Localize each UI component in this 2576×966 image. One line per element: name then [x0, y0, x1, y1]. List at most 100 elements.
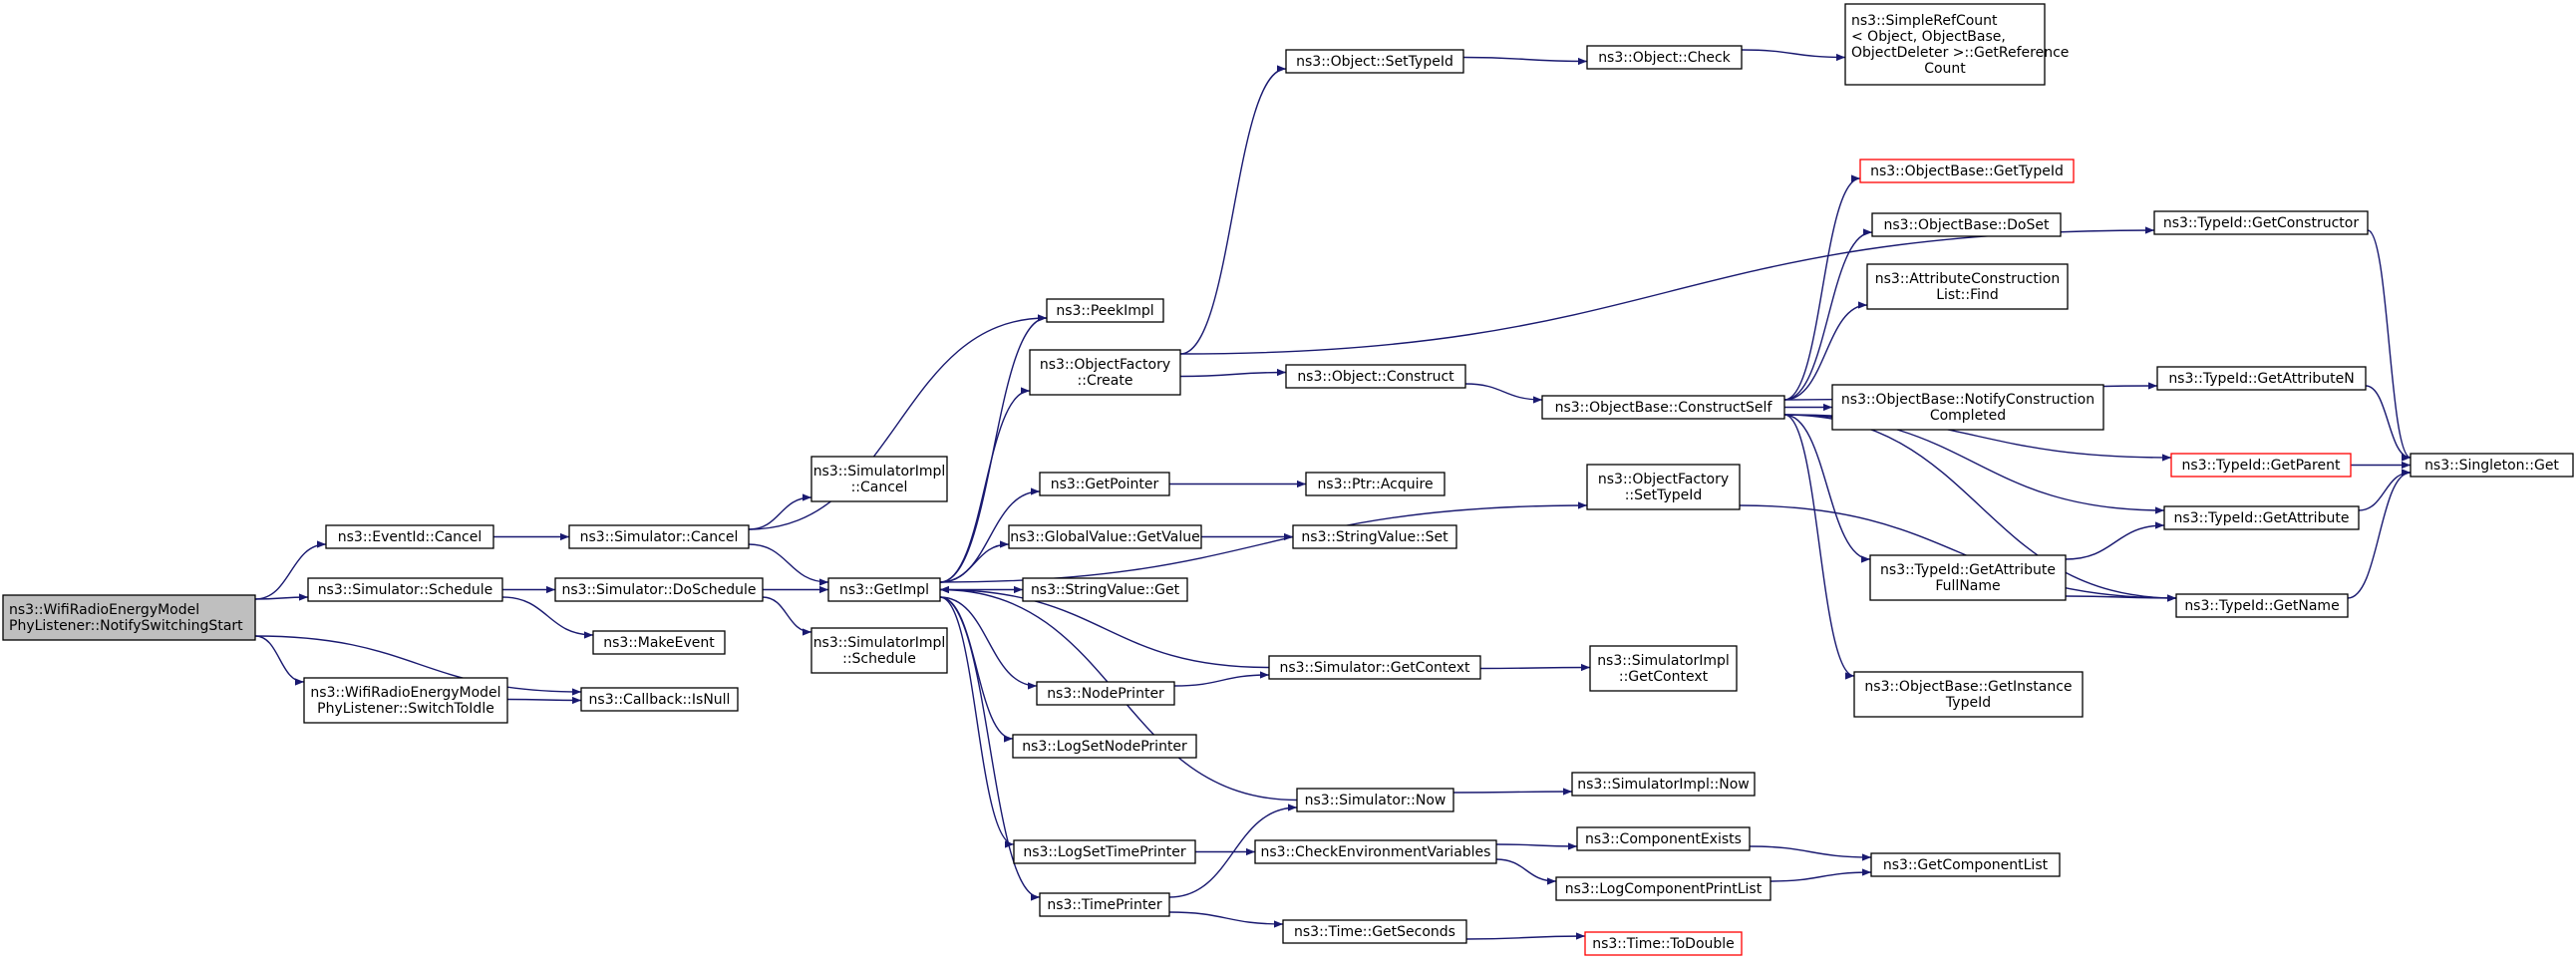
node-label-line: ns3::WifiRadioEnergyModel — [9, 602, 199, 618]
node-label-line: ns3::Object::Construct — [1297, 369, 1454, 385]
node-label-line: ns3::TypeId::GetParent — [2182, 458, 2341, 474]
node-object_settypeid[interactable]: ns3::Object::SetTypeId — [1285, 49, 1464, 74]
node-label-line: ns3::ObjectBase::GetTypeId — [1870, 163, 2064, 179]
node-objfactory_settypeid[interactable]: ns3::ObjectFactory::SetTypeId — [1586, 464, 1741, 510]
node-getpointer[interactable]: ns3::GetPointer — [1039, 472, 1170, 496]
node-sim_cancel[interactable]: ns3::Simulator::Cancel — [568, 524, 750, 549]
node-box — [1586, 45, 1743, 70]
node-time_getseconds[interactable]: ns3::Time::GetSeconds — [1282, 919, 1467, 944]
node-stringvalue_set[interactable]: ns3::StringValue::Set — [1292, 524, 1457, 549]
node-root[interactable]: ns3::WifiRadioEnergyModelPhyListener::No… — [2, 594, 256, 641]
edge-typeid_getattributefullname-to-typeid_getattribute — [2065, 521, 2165, 560]
node-logsetnodeprinter[interactable]: ns3::LogSetNodePrinter — [1012, 734, 1197, 759]
node-nodeprinter[interactable]: ns3::NodePrinter — [1036, 681, 1175, 706]
edge-typeid_getattributen-to-singleton_get — [2365, 385, 2412, 462]
node-box — [1866, 263, 2069, 310]
node-label-line: ns3::ObjectBase::NotifyConstruction — [1841, 392, 2094, 408]
node-box — [592, 630, 726, 655]
node-checkenv[interactable]: ns3::CheckEnvironmentVariables — [1254, 839, 1497, 864]
node-label-line: Completed — [1930, 408, 2006, 424]
node-objbase_gettypeid[interactable]: ns3::ObjectBase::GetTypeId — [1859, 159, 2075, 183]
node-getimpl[interactable]: ns3::GetImpl — [827, 577, 941, 602]
node-box — [1871, 212, 2062, 237]
node-sim_doschedule[interactable]: ns3::Simulator::DoSchedule — [554, 577, 764, 602]
edge-typeid_getattribute-to-singleton_get — [2358, 469, 2412, 511]
node-singleton_get[interactable]: ns3::Singleton::Get — [2410, 453, 2574, 478]
node-callback_isnull[interactable]: ns3::Callback::IsNull — [580, 687, 739, 712]
node-objbase_notifyconstruction[interactable]: ns3::ObjectBase::NotifyConstructionCompl… — [1831, 384, 2104, 431]
node-logcomponentprintlist[interactable]: ns3::LogComponentPrintList — [1555, 876, 1771, 901]
node-label-line: List::Find — [1936, 287, 1999, 303]
node-componentexists[interactable]: ns3::ComponentExists — [1576, 826, 1751, 851]
node-peekimpl[interactable]: ns3::PeekImpl — [1046, 298, 1164, 323]
node-label-line: ns3::CheckEnvironmentVariables — [1261, 844, 1491, 860]
node-stringvalue_get[interactable]: ns3::StringValue::Get — [1022, 577, 1188, 602]
node-logsettimeprinter[interactable]: ns3::LogSetTimePrinter — [1013, 839, 1196, 864]
node-ptr_acquire[interactable]: ns3::Ptr::Acquire — [1305, 472, 1446, 496]
node-typeid_getattribute[interactable]: ns3::TypeId::GetAttribute — [2163, 505, 2360, 530]
node-box — [1869, 554, 2067, 601]
node-label-line: ns3::Simulator::Schedule — [318, 582, 493, 598]
node-box — [1859, 159, 2075, 183]
node-label-line: ns3::GetImpl — [839, 582, 929, 598]
node-makeevent[interactable]: ns3::MakeEvent — [592, 630, 726, 655]
edge-checkenv-to-logcomponentprintlist — [1495, 858, 1557, 885]
edge-objfactory_create-to-object_construct — [1179, 368, 1287, 378]
node-label-line: FullName — [1935, 578, 2000, 594]
node-label-line: ns3::ComponentExists — [1585, 831, 1742, 847]
node-simplerefcount[interactable]: ns3::SimpleRefCount< Object, ObjectBase,… — [1844, 3, 2069, 86]
edge-root-to-switch_to_idle — [254, 635, 305, 686]
edge-getimpl-to-nodeprinter — [939, 596, 1038, 690]
node-typeid_getconstructor[interactable]: ns3::TypeId::GetConstructor — [2153, 210, 2369, 235]
node-box — [1870, 852, 2061, 877]
node-sim_getcontext[interactable]: ns3::Simulator::GetContext — [1268, 655, 1481, 680]
node-object_construct[interactable]: ns3::Object::Construct — [1285, 364, 1466, 389]
node-typeid_getparent[interactable]: ns3::TypeId::GetParent — [2170, 453, 2352, 478]
node-sim_now[interactable]: ns3::Simulator::Now — [1296, 788, 1454, 812]
node-getcomponentlist[interactable]: ns3::GetComponentList — [1870, 852, 2061, 877]
node-label-line: ns3::Object::Check — [1598, 50, 1731, 66]
node-objbase_doset[interactable]: ns3::ObjectBase::DoSet — [1871, 212, 2062, 237]
node-simimpl_now[interactable]: ns3::SimulatorImpl::Now — [1571, 772, 1756, 797]
node-label-line: ns3::NodePrinter — [1047, 686, 1164, 702]
node-timeprinter[interactable]: ns3::TimePrinter — [1039, 892, 1170, 917]
node-label-line: ::GetContext — [1619, 669, 1709, 685]
node-label-line: ns3::MakeEvent — [603, 635, 715, 651]
edge-switch_to_idle-to-callback_isnull — [506, 696, 582, 705]
node-box — [827, 577, 941, 602]
node-simimpl_getcontext[interactable]: ns3::SimulatorImpl::GetContext — [1589, 645, 1738, 692]
node-object_check[interactable]: ns3::Object::Check — [1586, 45, 1743, 70]
node-objbase_constructself[interactable]: ns3::ObjectBase::ConstructSelf — [1541, 395, 1785, 420]
edge-object_settypeid-to-object_check — [1462, 56, 1588, 66]
edge-typeid_getname-to-singleton_get — [2347, 469, 2412, 599]
node-simimpl_schedule[interactable]: ns3::SimulatorImpl::Schedule — [810, 627, 948, 674]
node-label-line: ns3::GetComponentList — [1883, 857, 2049, 873]
node-box — [1013, 839, 1196, 864]
node-switch_to_idle[interactable]: ns3::WifiRadioEnergyModelPhyListener::Sw… — [303, 677, 508, 724]
node-objfactory_create[interactable]: ns3::ObjectFactory::Create — [1029, 349, 1181, 396]
node-box — [1296, 788, 1454, 812]
node-typeid_getname[interactable]: ns3::TypeId::GetName — [2175, 593, 2349, 618]
node-label-line: ns3::SimpleRefCount — [1851, 13, 1998, 29]
node-sim_schedule[interactable]: ns3::Simulator::Schedule — [307, 577, 503, 602]
node-box — [2175, 593, 2349, 618]
node-globalvalue_getvalue[interactable]: ns3::GlobalValue::GetValue — [1008, 524, 1202, 549]
node-label-line: ns3::Callback::IsNull — [589, 692, 731, 708]
node-box — [1039, 892, 1170, 917]
node-simimpl_cancel[interactable]: ns3::SimulatorImpl::Cancel — [810, 456, 948, 502]
node-box — [1046, 298, 1164, 323]
node-label-line: ns3::Object::SetTypeId — [1296, 54, 1453, 70]
node-typeid_getattributen[interactable]: ns3::TypeId::GetAttributeN — [2156, 366, 2367, 391]
node-eventid_cancel[interactable]: ns3::EventId::Cancel — [325, 524, 494, 549]
node-box — [1268, 655, 1481, 680]
node-label-line: ns3::SimulatorImpl::Now — [1577, 777, 1750, 793]
node-time_todouble[interactable]: ns3::Time::ToDouble — [1584, 931, 1743, 956]
node-label-line: ns3::LogSetNodePrinter — [1022, 739, 1187, 755]
node-label-line: ns3::ObjectBase::DoSet — [1884, 217, 2050, 233]
node-box — [810, 456, 948, 502]
node-label-line: ns3::Time::ToDouble — [1592, 936, 1735, 952]
node-label-line: < Object, ObjectBase, — [1851, 29, 2006, 45]
